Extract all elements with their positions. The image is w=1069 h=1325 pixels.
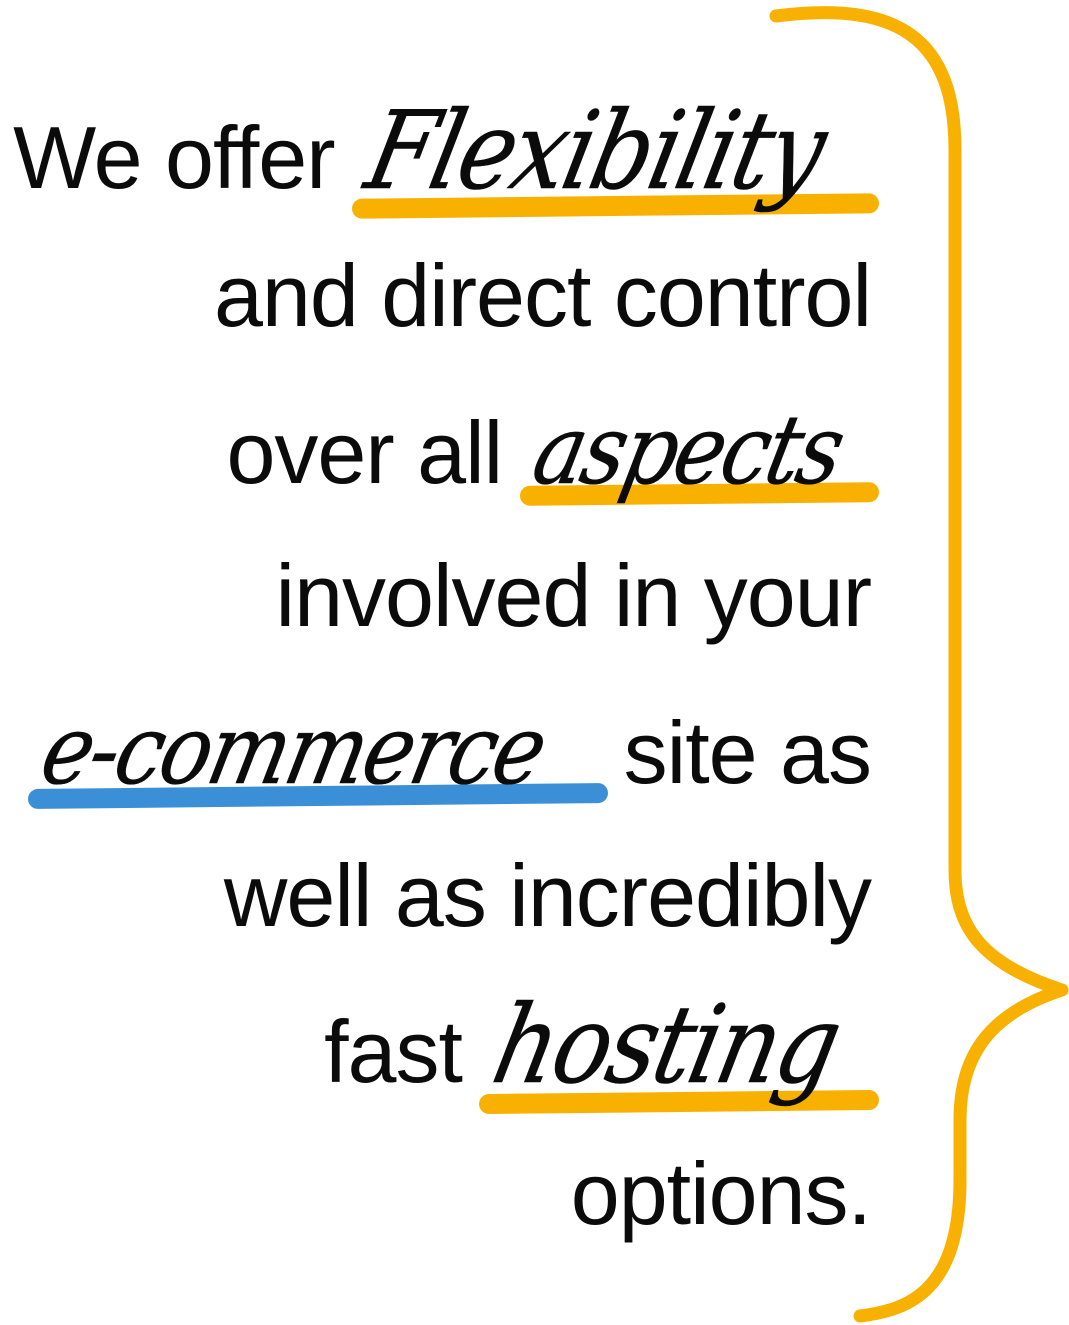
script-word: aspects	[523, 394, 852, 506]
script-word: e-commerce	[32, 694, 555, 806]
script-word: Flexibility	[356, 89, 835, 214]
quote-line-3: over all aspects	[226, 394, 880, 506]
highlighted-word-hosting: hosting	[479, 983, 880, 1115]
quote-line-8: options.	[570, 1144, 872, 1243]
highlighted-word-aspects: aspects	[519, 394, 880, 506]
quote-line-7: fast hosting	[324, 983, 880, 1115]
quote-line-2: and direct control	[213, 246, 872, 345]
highlighted-word-ecommerce: e-commerce	[27, 694, 609, 810]
quote-line-4: involved in your	[275, 546, 872, 645]
quote-line-6: well as incredibly	[223, 846, 872, 945]
quote-text: well as incredibly	[223, 846, 872, 945]
quote-text: options.	[570, 1144, 872, 1243]
quote-text: over all	[226, 403, 503, 502]
script-word: hosting	[483, 983, 850, 1108]
quote-text: site as	[623, 703, 872, 802]
quote-line-5: e-commerce site as	[27, 694, 872, 810]
quote-text: involved in your	[275, 546, 872, 645]
quote-text: fast	[324, 1002, 463, 1101]
highlighted-word-flexibility: Flexibility	[351, 89, 880, 219]
quote-text: and direct control	[213, 246, 872, 345]
quote-line-1: We offer Flexibility	[13, 89, 880, 219]
quote-text: We offer	[13, 108, 335, 207]
